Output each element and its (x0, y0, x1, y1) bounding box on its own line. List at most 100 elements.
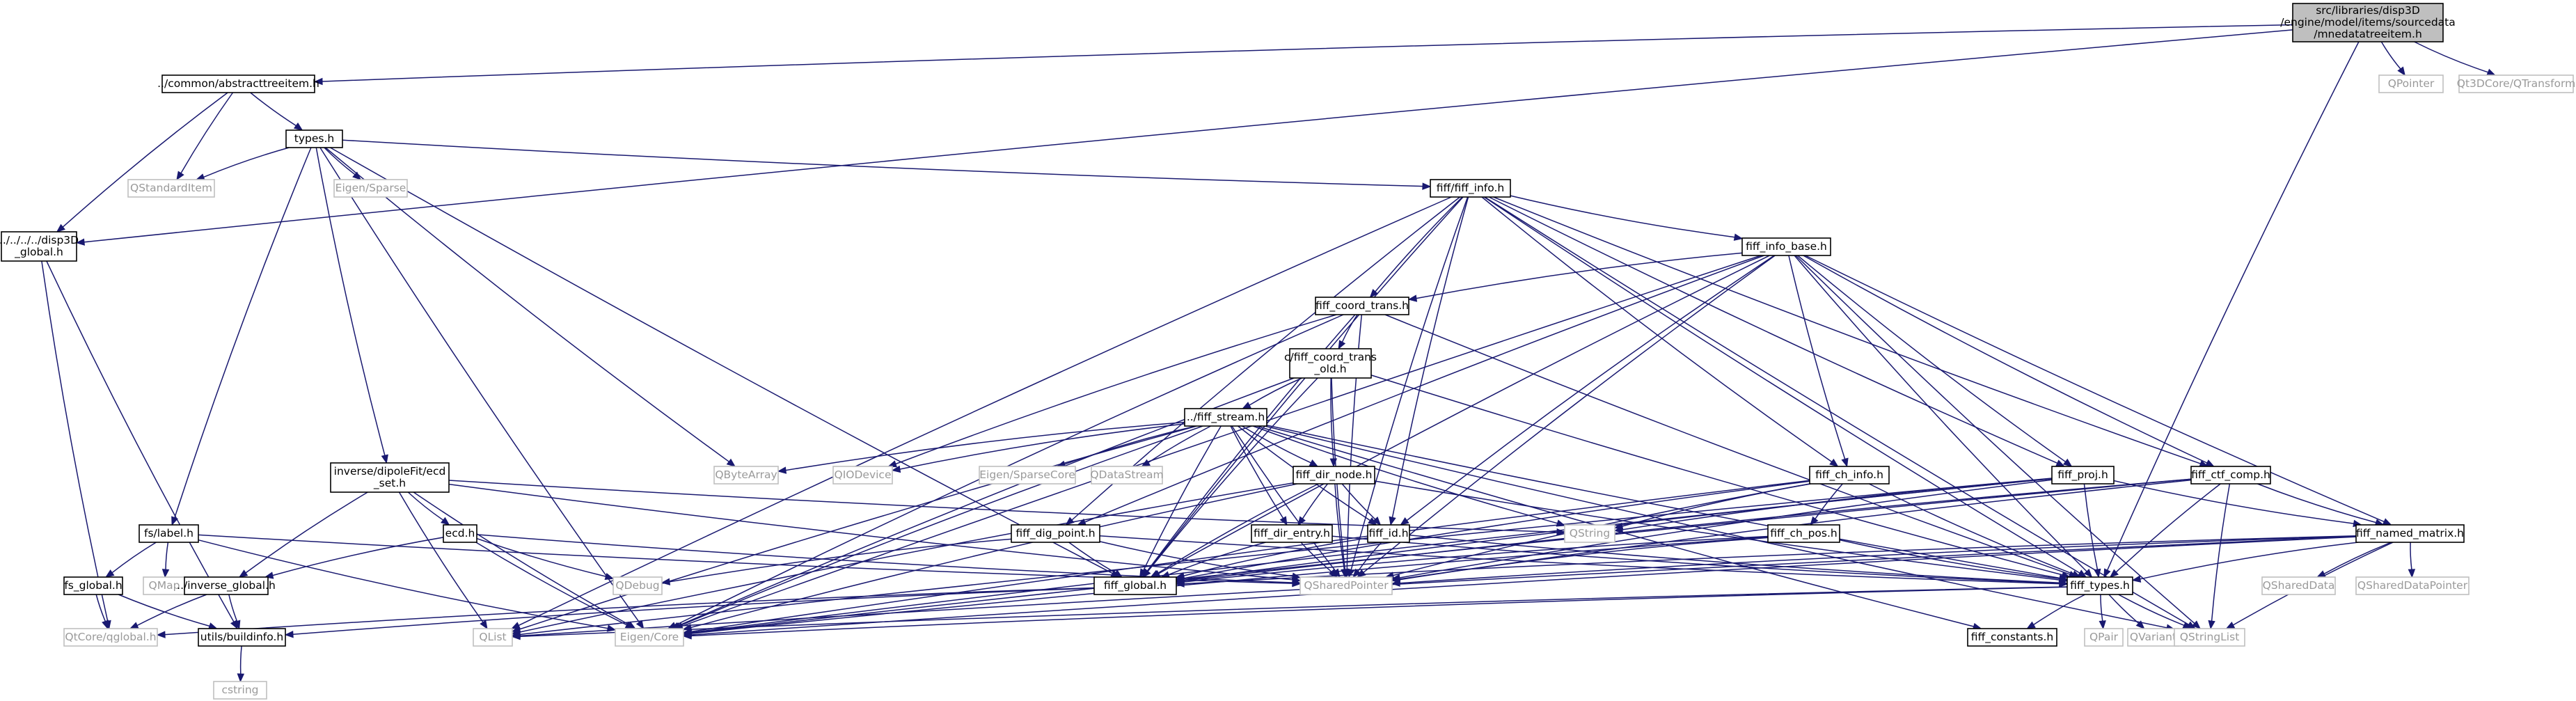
edge-fiff_proj-to-qstring (1622, 478, 2053, 530)
arrowhead-fiff_coord_trans-to-c_fiff_coord_trans_old (1338, 340, 1346, 350)
node-box (2355, 524, 2465, 543)
node-label: ../inverse_global.h (177, 579, 276, 592)
node-label: QDataStream (1090, 468, 1163, 481)
node-label: Eigen/Core (620, 631, 679, 643)
arrowhead-fiff_types-to-fiff_constants (2026, 621, 2036, 629)
node-ecd[interactable]: ecd.h (443, 524, 477, 543)
node-label: fiff_dir_entry.h (1254, 527, 1330, 540)
node-fiff-ch-pos[interactable]: fiff_ch_pos.h (1767, 524, 1840, 543)
edge-fiff_named_matrix-to-fiff_global (1183, 535, 2357, 585)
arrowhead-ecd_set-to-inverse_global (238, 569, 248, 578)
arrowhead-inverse_global-to-qtcore_qtglobal (129, 622, 139, 629)
node-label: _old.h (1313, 363, 1346, 376)
edge-fiff_coord_trans-to-c_fiff_coord_trans_old (1341, 314, 1358, 342)
node-ecd-set[interactable]: inverse/dipoleFit/ecd_set.h (330, 462, 450, 493)
edge-c_fiff_coord_trans_old-to-fiff_global (1147, 377, 1318, 572)
edge-fiff_dir_node-to-qsharedpointer (1334, 483, 1345, 570)
node-buildinfo[interactable]: utils/buildinfo.h (198, 628, 286, 647)
edge-fiff_ch_pos-to-fiff_types (1839, 539, 2060, 580)
node-label: Qt3DCore/QTransform (2457, 77, 2575, 90)
node-fs-label[interactable]: fs/label.h (139, 524, 199, 543)
node-box (2067, 576, 2133, 595)
node-inverse-global[interactable]: ../inverse_global.h (177, 576, 276, 595)
node-fiff-proj[interactable]: fiff_proj.h (2051, 466, 2115, 485)
edge-root-to-qpointer (2380, 41, 2401, 70)
node-fiff-constants[interactable]: fiff_constants.h (1967, 628, 2057, 647)
edge-fiff_ctf_comp-to-fiff_global (1183, 478, 2192, 582)
arrowhead-fiff_global-to-qtcore_qtglobal (156, 631, 166, 638)
node-box (2261, 576, 2336, 595)
node-fiff-coord-trans[interactable]: fiff_coord_trans.h (1315, 297, 1409, 315)
node-box (198, 628, 286, 647)
edge-fs_label-to-fs_global (111, 542, 157, 574)
edge-fiff_info_base-to-eigencore (681, 255, 1762, 627)
edge-root-to-fiff_types (2107, 41, 2360, 571)
node-types[interactable]: types.h (285, 129, 343, 148)
arrowhead-fiff_info_base-to-fiff_types (2083, 569, 2093, 578)
node-fiff-info[interactable]: fiff/fiff_info.h (1430, 179, 1511, 198)
node-label: src/libraries/disp3D (2316, 4, 2420, 17)
node-fiff-info-base[interactable]: fiff_info_base.h (1741, 237, 1831, 256)
node-fiff-stream[interactable]: ../fiff_stream.h (1184, 408, 1267, 427)
dependency-edges (41, 24, 2496, 683)
node-fiff-global[interactable]: fiff_global.h (1093, 576, 1177, 595)
arrowhead-fiff_dir_node-to-fiff_id (1372, 517, 1382, 526)
node-box (713, 466, 779, 485)
node-label: QString (1570, 527, 1610, 539)
node-fiff-types[interactable]: fiff_types.h (2067, 576, 2133, 595)
node-fiff-dig-point[interactable]: fiff_dig_point.h (1011, 524, 1100, 543)
node-box (2051, 466, 2115, 485)
node-fiff-ctf-comp[interactable]: fiff_ctf_comp.h (2190, 466, 2271, 485)
node-fiff-id[interactable]: fiff_id.h (1367, 524, 1410, 543)
node-root[interactable]: src/libraries/disp3D/engine/model/items/… (2280, 3, 2456, 42)
edge-fiff_stream-to-fiff_global (1143, 425, 1222, 571)
edge-types-to-qstandarditem (203, 147, 290, 178)
node-qsharedpointer: QSharedPointer (1299, 576, 1393, 595)
arrowhead-types-to-ecd_set (381, 454, 388, 464)
node-qpair: QPair (2084, 628, 2124, 647)
node-box (979, 466, 1076, 485)
node-box (1289, 348, 1372, 379)
edge-fiff_types-to-qstringlist (2118, 594, 2185, 626)
arrowhead-types-to-qbytearray (726, 458, 736, 467)
node-c-fiff-coord-trans-old[interactable]: c/fiff_coord_trans_old.h (1284, 348, 1377, 379)
edge-fiff_info-to-qstringlist (1484, 196, 2189, 625)
arrowhead-fiff_named_matrix-to-fiff_global (1175, 580, 1185, 588)
edge-fiff_stream-to-qbytearray (785, 421, 1185, 471)
node-label: QPair (2089, 631, 2119, 643)
node-label: ../fiff_stream.h (1187, 411, 1265, 424)
edge-c_fiff_coord_trans_old-to-fiff_stream (1249, 377, 1302, 406)
node-fiff-dir-node[interactable]: fiff_dir_node.h (1293, 466, 1375, 485)
edge-fiff_stream-to-fiff_dir_entry (1230, 425, 1284, 519)
edge-fiff_info-to-qlist (518, 196, 1452, 627)
node-box (1293, 466, 1375, 485)
node-label: ../common/abstracttreeitem.h (157, 77, 319, 90)
node-fiff-named-matrix[interactable]: fiff_named_matrix.h (2355, 524, 2465, 543)
node-box (1767, 524, 1840, 543)
node-label: fiff_types.h (2070, 579, 2130, 592)
arrowhead-fiff_info-to-fiff_info_base (1733, 233, 1744, 241)
edge-fiff_info_base-to-qsharedpointer (1363, 255, 1776, 573)
edge-fiff_info-to-fiff_types (1483, 196, 2080, 574)
edge-types-to-fs_label (174, 147, 312, 518)
node-fs-global[interactable]: fs_global.h (63, 576, 123, 595)
edge-c_fiff_coord_trans_old-to-fiff_types (1370, 375, 2063, 576)
arrowhead-fiff_dig_point-to-fiff_types (2059, 580, 2069, 588)
edge-fiff_dir_node-to-fiff_global (1157, 483, 1319, 574)
edge-fiff_dir_entry-to-fiff_global (1168, 542, 1266, 576)
edge-fiff_ch_info-to-fiff_types (1868, 483, 2073, 575)
node-fiff-ch-info[interactable]: fiff_ch_info.h (1809, 466, 1890, 485)
node-label: fiff_proj.h (2057, 468, 2108, 482)
node-abstracttreeitem[interactable]: ../common/abstracttreeitem.h (157, 74, 319, 93)
edge-fiff_types-to-eigencore (690, 586, 2068, 637)
node-box (2292, 3, 2444, 42)
arrowhead-fiff_global-to-buildinfo (284, 631, 294, 638)
edge-fiff_info_base-to-fiff_types (1794, 255, 2087, 572)
edge-fiff_dir_node-to-fiff_id (1341, 483, 1376, 520)
edge-fiff_info_base-to-fiff_coord_trans (1416, 252, 1743, 299)
node-fiff-dir-entry[interactable]: fiff_dir_entry.h (1251, 524, 1333, 543)
node-box (330, 462, 450, 493)
edge-ecd-to-inverse_global (272, 537, 444, 576)
node-label: fiff_global.h (1104, 579, 1167, 592)
node-disp3d-global[interactable]: ../../../../disp3D_global.h (0, 231, 79, 262)
